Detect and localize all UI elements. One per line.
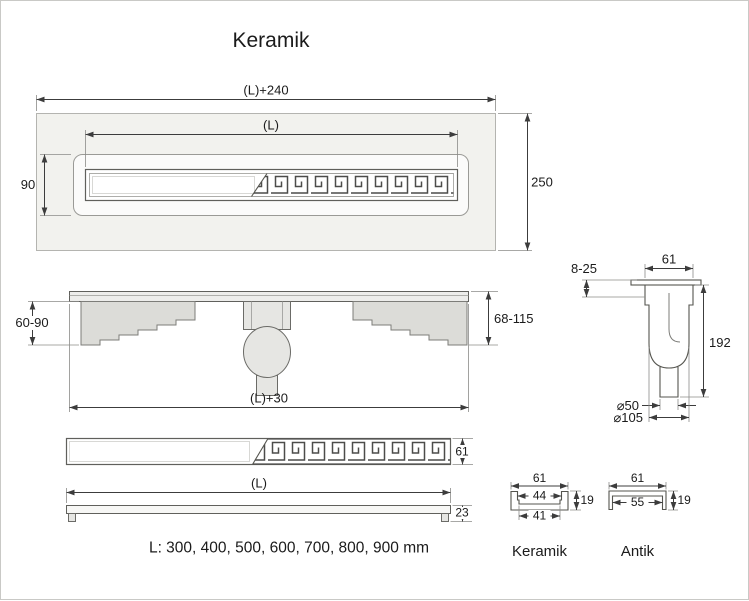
dim-flange-width-label: 90	[21, 177, 35, 192]
dim-antik-outer: 61	[608, 471, 667, 490]
extension-lines	[570, 490, 581, 511]
keramik-profile-detail: 61 44 19 41 Keramik	[510, 471, 595, 560]
dim-body-length-label: (L)+30	[250, 391, 288, 406]
right-support-bracket	[352, 301, 468, 346]
extension-lines	[469, 291, 498, 346]
dim-section-height: 192	[680, 284, 731, 398]
section-trap-body	[644, 285, 694, 369]
dim-keramik-bottom-opening-label: 41	[533, 509, 547, 523]
dim-bracket-height-label: 60-90	[15, 315, 48, 330]
dim-section-height-label: 192	[709, 335, 731, 350]
dim-bracket-height: 60-90	[11, 301, 79, 346]
keramik-profile-inner	[511, 490, 568, 505]
dim-channel-length: (L)	[85, 118, 458, 167]
dim-flange-width: 90	[21, 154, 71, 216]
dim-text-bg	[528, 510, 551, 522]
grate-strip-plain	[69, 441, 250, 462]
lengths-note: L: 300, 400, 500, 600, 700, 800, 900 mm	[149, 540, 429, 557]
dim-overall-length: (L)+240	[36, 83, 496, 111]
dim-keramik-height: 19	[570, 490, 595, 511]
dim-keramik-outer-label: 61	[533, 471, 547, 485]
dim-section-width-label: 61	[662, 252, 676, 267]
grate-plain-inlay	[92, 176, 255, 194]
grate-strip-meander	[252, 438, 450, 465]
dim-outlet-diameter: ⌀50	[617, 398, 696, 413]
dim-rail-height-label: 23	[455, 506, 469, 520]
dim-channel-length-label: (L)	[263, 118, 279, 133]
dim-antik-height-label: 19	[678, 493, 692, 507]
antik-profile-detail: 61 55 19 Antik	[608, 471, 692, 560]
section-view: 8-25 61 192 ⌀50 ⌀105	[571, 252, 731, 426]
dim-rail-height: 23	[450, 505, 472, 522]
keramik-profile-label: Keramik	[512, 543, 568, 560]
pattern-divider	[252, 438, 269, 465]
rail-end-tab-right	[441, 513, 449, 522]
section-outlet	[659, 367, 679, 398]
front-view: 60-90 68-115 (L)+30	[11, 291, 534, 412]
dim-keramik-top-opening-label: 44	[533, 489, 547, 503]
dim-text-bg	[626, 497, 649, 509]
grate-view: 61	[65, 437, 473, 466]
dim-grate-height-label: 61	[455, 445, 469, 459]
dim-trap-diameter-label: ⌀105	[613, 410, 643, 425]
dim-overall-width: 250	[498, 113, 553, 251]
dim-tile-range-label: 8-25	[571, 261, 597, 276]
grate-meander-pattern	[251, 173, 454, 197]
extension-lines	[680, 284, 709, 398]
left-support-bracket	[80, 301, 196, 346]
funnel-inner-lines	[251, 301, 283, 329]
section-inner-trap	[668, 293, 681, 343]
dim-install-height-label: 68-115	[494, 311, 534, 326]
extension-lines	[582, 279, 645, 298]
dim-rail-length: (L)	[66, 476, 451, 503]
dim-tile-range: 8-25	[571, 261, 645, 298]
dim-rail-length-label: (L)	[251, 476, 267, 491]
dim-overall-length-label: (L)+240	[243, 83, 288, 98]
dim-keramik-outer: 61	[510, 471, 569, 490]
rail-end-tab-left	[68, 513, 76, 522]
dim-text-bg	[453, 445, 472, 458]
channel-profile-bar	[69, 291, 469, 302]
dim-section-width: 61	[644, 252, 694, 278]
extension-lines	[28, 301, 79, 346]
dim-outlet-diameter-label: ⌀50	[617, 398, 639, 413]
section-flange	[630, 279, 702, 286]
extension-lines	[659, 399, 679, 410]
drain-trap	[243, 326, 291, 378]
dim-antik-outer-label: 61	[631, 471, 645, 485]
pattern-divider	[251, 173, 268, 197]
dim-text-bg	[453, 507, 472, 519]
antik-profile-outer	[608, 490, 667, 510]
extension-lines	[648, 347, 690, 422]
dim-grate-height: 61	[452, 438, 473, 465]
dim-keramik-bottom-opening: 41	[518, 505, 561, 523]
dim-antik-height: 19	[668, 490, 692, 511]
dim-antik-opening: 55	[612, 495, 663, 509]
dim-install-height: 68-115	[469, 291, 534, 346]
top-view: (L)+240 (L) 90 250	[21, 83, 553, 251]
dim-text-bg	[528, 490, 551, 502]
drain-funnel	[243, 301, 291, 330]
antik-profile-label: Antik	[621, 543, 655, 560]
dim-body-length: (L)+30	[69, 304, 469, 412]
dim-text-bg	[11, 316, 54, 330]
rail-view: (L) 23	[66, 476, 472, 522]
dim-keramik-height-label: 19	[581, 493, 595, 507]
dim-keramik-top-opening: 44	[517, 489, 562, 503]
extension-lines	[498, 113, 532, 251]
dim-antik-opening-label: 55	[631, 495, 645, 509]
rail-strip	[66, 505, 451, 514]
page-title: Keramik	[232, 29, 310, 52]
dim-overall-width-label: 250	[531, 175, 553, 190]
dim-trap-diameter: ⌀105	[613, 347, 690, 425]
extension-lines	[69, 304, 469, 412]
